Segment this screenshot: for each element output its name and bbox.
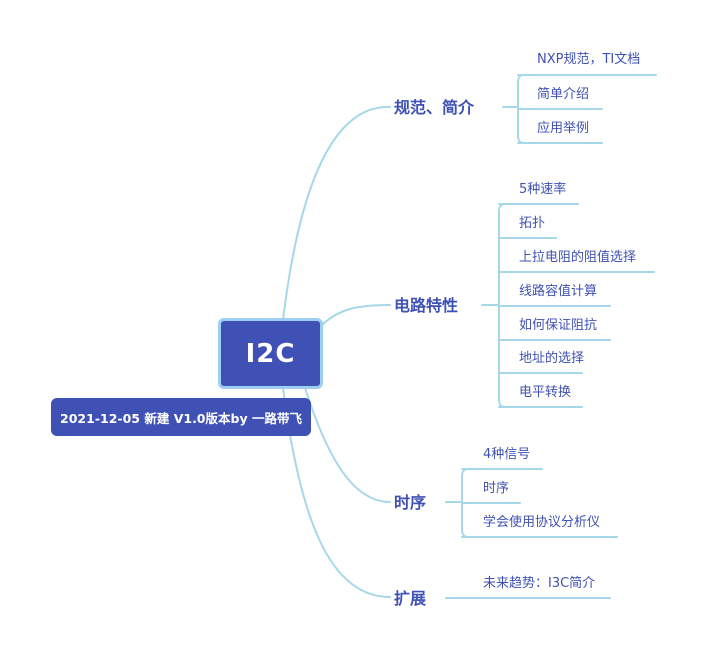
topic-spec-intro[interactable]: 规范、简介 (394, 98, 475, 117)
leaf-line-capacitance[interactable]: 线路容值计算 (519, 284, 598, 299)
leaf-five-speeds[interactable]: 5种速率 (519, 182, 567, 197)
leaf-brief-intro[interactable]: 简单介绍 (537, 87, 590, 102)
leaf-nxp-ti-docs[interactable]: NXP规范，TI文档 (537, 52, 641, 67)
leaf-level-shifting[interactable]: 电平转换 (519, 385, 572, 400)
leaf-protocol-analyzer[interactable]: 学会使用协议分析仪 (483, 515, 601, 530)
root-node-i2c[interactable]: I2C (218, 318, 323, 389)
connector-branch-1 (321, 304, 391, 326)
connector-branch-2 (304, 387, 391, 503)
leaf-i3c-intro[interactable]: 未来趋势：I3C简介 (483, 576, 596, 591)
leaf-four-signals[interactable]: 4种信号 (483, 447, 531, 462)
leaf-application-examples[interactable]: 应用举例 (537, 121, 590, 136)
topic-circuit-characteristics[interactable]: 电路特性 (394, 296, 459, 315)
leaf-pullup-resistor[interactable]: 上拉电阻的阻值选择 (519, 250, 637, 265)
leaf-topology[interactable]: 拓扑 (519, 216, 546, 231)
connector-branch-0 (282, 105, 391, 321)
topic-timing[interactable]: 时序 (394, 493, 427, 512)
topic-extension[interactable]: 扩展 (394, 589, 427, 608)
leaf-address-selection[interactable]: 地址的选择 (519, 351, 585, 366)
leaf-timing[interactable]: 时序 (483, 481, 510, 496)
version-note: 2021-12-05 新建 V1.0版本by 一路带飞 (51, 398, 311, 436)
leaf-impedance[interactable]: 如何保证阻抗 (519, 318, 598, 333)
